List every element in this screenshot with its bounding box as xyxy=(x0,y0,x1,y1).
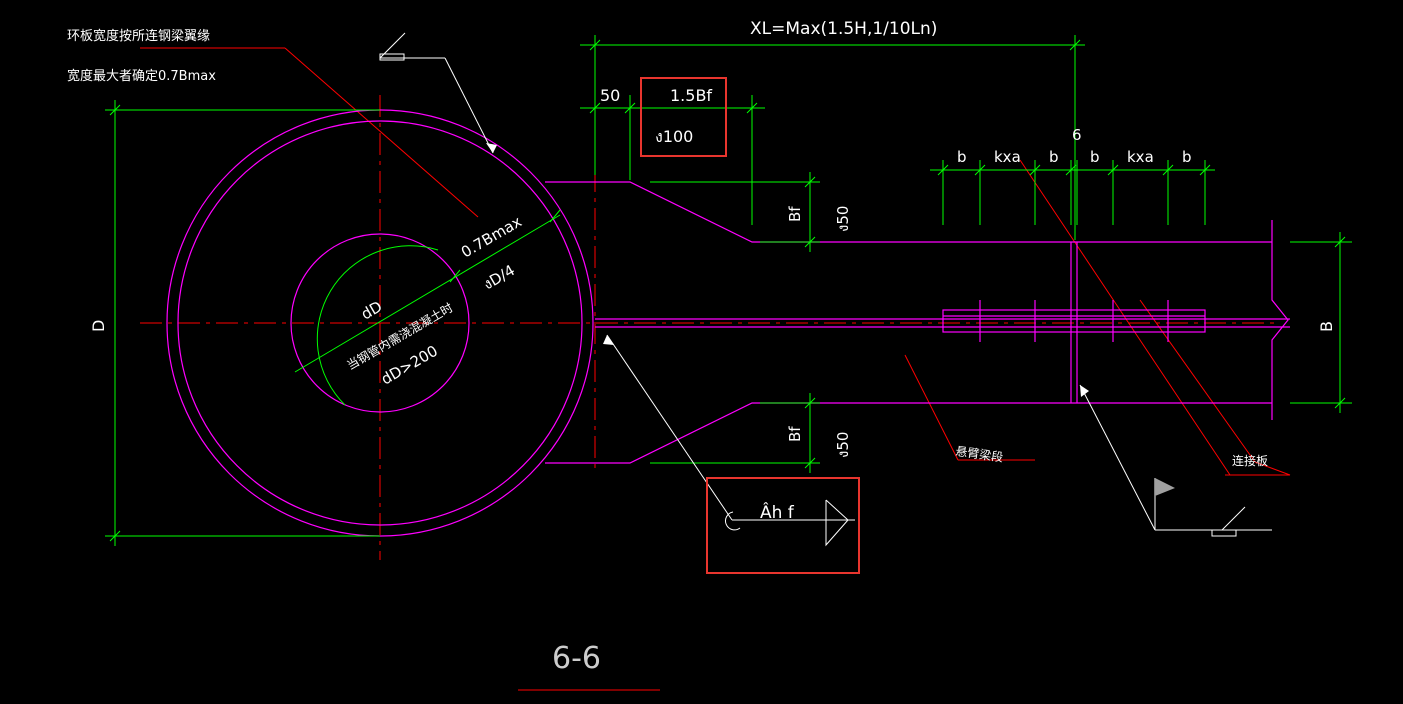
bf-upper: Bf xyxy=(786,206,804,222)
cantilever-note: 悬臂梁段 xyxy=(955,443,1005,465)
dim-b-right: B xyxy=(1317,321,1336,332)
ge50-upper: ง50 xyxy=(834,206,852,232)
ring-plate-inner xyxy=(177,120,583,526)
dim-6: 6 xyxy=(1072,126,1082,144)
section-title: 6-6 xyxy=(552,641,601,676)
dim-b-3: b xyxy=(1090,148,1100,166)
red-leaders xyxy=(140,47,1291,691)
dim-b-2: b xyxy=(1049,148,1059,166)
connection-plate xyxy=(942,309,1206,333)
arrow-head-icon xyxy=(1080,385,1089,397)
center-lines xyxy=(140,95,1275,560)
dim-kxa-1: kxa xyxy=(994,148,1021,166)
lower-flange xyxy=(545,402,1272,464)
weld-size: Âh f xyxy=(760,501,795,523)
ring-width-note-2: 宽度最大者确定0.7Bmax xyxy=(67,68,216,84)
upper-flange xyxy=(545,181,1272,243)
dd-label: dD xyxy=(358,297,385,323)
ring-width-note-1: 环板宽度按所连钢梁翼缘 xyxy=(67,28,210,44)
bmax-label: 0.7Bmax xyxy=(458,212,525,261)
dim-d: D xyxy=(89,320,108,332)
steel-outline xyxy=(166,109,1290,537)
dim-1-5bf: 1.5Bf xyxy=(670,86,712,105)
highlight-box-top xyxy=(640,77,727,157)
ge-d4-label: งD/4 xyxy=(480,261,518,293)
highlight-box-weld xyxy=(706,477,860,574)
connect-plate-note: 连接板 xyxy=(1232,453,1268,468)
ge50-lower: ง50 xyxy=(834,432,852,458)
dim-ge100: ง100 xyxy=(655,127,693,146)
steel-tube xyxy=(290,233,470,413)
bf-lower: Bf xyxy=(786,426,804,442)
arrow-head-icon xyxy=(486,143,497,153)
dim-50: 50 xyxy=(600,86,620,105)
dim-b-4: b xyxy=(1182,148,1192,166)
inner-dia-arc xyxy=(316,245,439,406)
dim-b-1: b xyxy=(957,148,967,166)
field-weld-flag-icon xyxy=(1155,478,1175,496)
xl-formula: XL=Max(1.5H,1/10Ln) xyxy=(750,19,937,39)
arrow-head-icon xyxy=(603,335,614,345)
weld-symbols xyxy=(379,32,1272,547)
dim-kxa-2: kxa xyxy=(1127,148,1154,166)
dimension-lines xyxy=(105,35,1352,546)
